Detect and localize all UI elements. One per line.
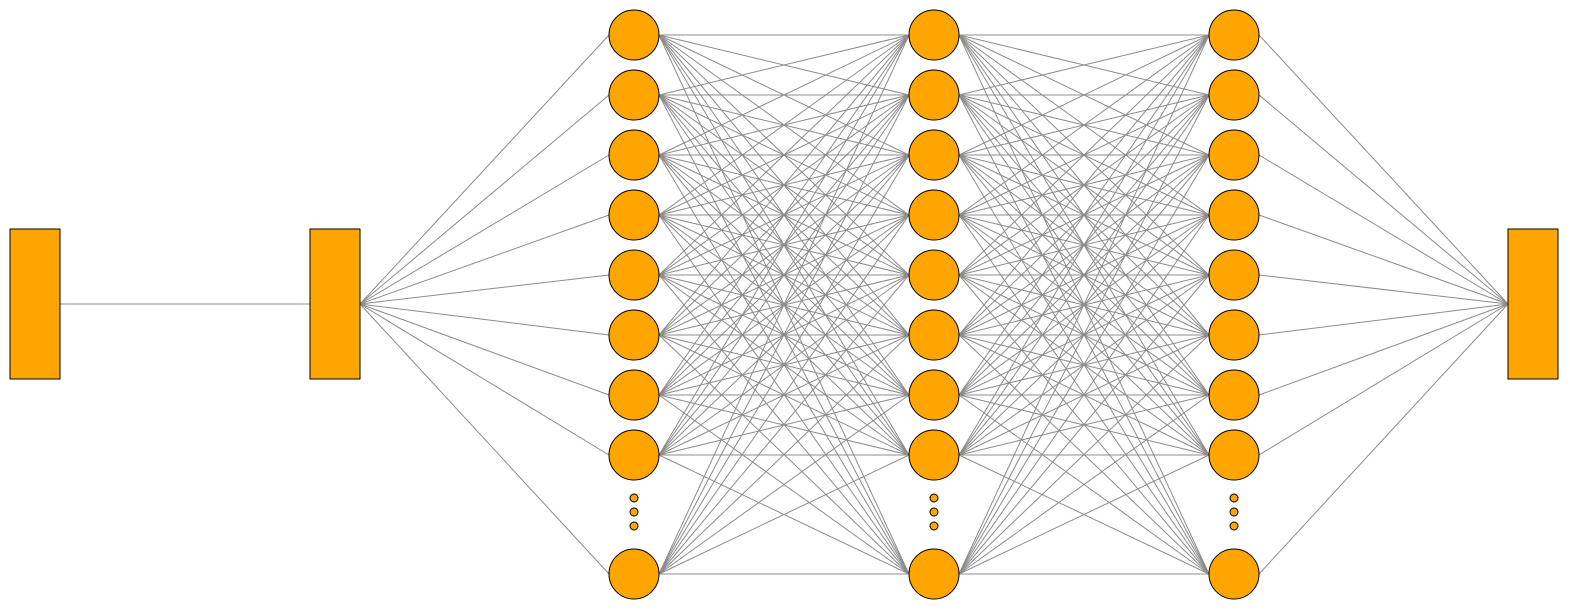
hidden-layer-1-node bbox=[608, 249, 660, 301]
edge-h1-to-h2 bbox=[658, 34, 910, 156]
hidden-layer-1-node bbox=[608, 309, 660, 361]
edge-pre-to-h1 bbox=[359, 303, 610, 575]
edge-h2-to-h3 bbox=[958, 34, 1210, 575]
hidden-layer-3-node bbox=[1208, 9, 1260, 61]
pre-block bbox=[309, 228, 361, 380]
edge-h2-to-h3 bbox=[958, 154, 1210, 575]
edge-h3-to-output bbox=[1258, 303, 1509, 336]
hidden-layer-3-node bbox=[1208, 429, 1260, 481]
edge-h1-to-h2 bbox=[658, 34, 910, 456]
hidden-layer-2-node bbox=[908, 189, 960, 241]
ellipsis-dot bbox=[1229, 507, 1239, 517]
edge-pre-to-h1 bbox=[359, 274, 610, 305]
edge-h2-to-h3 bbox=[958, 34, 1210, 336]
edge-h2-to-h3 bbox=[958, 94, 1210, 575]
hidden-layer-3-node bbox=[1208, 309, 1260, 361]
edge-h2-to-h3 bbox=[958, 334, 1210, 575]
ellipsis-dot bbox=[629, 493, 639, 503]
input-block bbox=[9, 228, 61, 380]
hidden-layer-2-node bbox=[908, 548, 960, 600]
edge-h1-to-h2 bbox=[658, 34, 910, 216]
edge-pre-to-h1 bbox=[359, 94, 610, 305]
edge-pre-to-h1 bbox=[359, 303, 610, 396]
edge-pre-to-h1 bbox=[359, 34, 610, 305]
hidden-layer-1-node bbox=[608, 129, 660, 181]
edge-h3-to-output bbox=[1258, 274, 1509, 305]
hidden-layer-3-node bbox=[1208, 369, 1260, 421]
hidden-layer-1-node bbox=[608, 69, 660, 121]
edge-h3-to-output bbox=[1258, 94, 1509, 305]
hidden-layer-2-node bbox=[908, 9, 960, 61]
edge-h1-to-h2 bbox=[658, 34, 910, 575]
hidden-layer-2-node bbox=[908, 429, 960, 481]
edge-pre-to-h1 bbox=[359, 214, 610, 305]
edge-h2-to-h3 bbox=[958, 274, 1210, 575]
edge-h3-to-output bbox=[1258, 214, 1509, 305]
ellipsis-dot bbox=[629, 521, 639, 531]
network-nodes bbox=[9, 9, 1559, 600]
hidden-layer-2-node bbox=[908, 129, 960, 181]
hidden-layer-2-node bbox=[908, 69, 960, 121]
edge-h1-to-h2 bbox=[658, 94, 910, 575]
edge-h3-to-output bbox=[1258, 154, 1509, 305]
edge-h3-to-output bbox=[1258, 34, 1509, 305]
edge-h1-to-h2 bbox=[658, 214, 910, 575]
ellipsis-dot bbox=[929, 507, 939, 517]
edge-pre-to-h1 bbox=[359, 303, 610, 336]
edge-h3-to-output bbox=[1258, 303, 1509, 575]
edge-h1-to-h2 bbox=[658, 94, 910, 456]
edge-pre-to-h1 bbox=[359, 303, 610, 456]
edge-h2-to-h3 bbox=[958, 34, 1210, 456]
ellipsis-dot bbox=[629, 507, 639, 517]
edge-h1-to-h2 bbox=[658, 34, 910, 336]
ellipsis-dot bbox=[1229, 521, 1239, 531]
hidden-layer-2-node bbox=[908, 249, 960, 301]
hidden-layer-2-node bbox=[908, 309, 960, 361]
edge-pre-to-h1 bbox=[359, 154, 610, 305]
edge-h1-to-h2 bbox=[658, 274, 910, 575]
hidden-layer-3-node bbox=[1208, 129, 1260, 181]
edge-h1-to-h2 bbox=[658, 34, 910, 96]
ellipsis-dot bbox=[1229, 493, 1239, 503]
edge-h2-to-h3 bbox=[958, 94, 1210, 456]
hidden-layer-1-node bbox=[608, 548, 660, 600]
hidden-layer-3-node bbox=[1208, 69, 1260, 121]
hidden-layer-1-node bbox=[608, 429, 660, 481]
ellipsis-dot bbox=[929, 521, 939, 531]
edge-h2-to-h3 bbox=[958, 394, 1210, 575]
edge-h2-to-h3 bbox=[958, 34, 1210, 216]
ellipsis-dot bbox=[929, 493, 939, 503]
hidden-layer-1-node bbox=[608, 189, 660, 241]
hidden-layer-1-node bbox=[608, 9, 660, 61]
edge-h2-to-h3 bbox=[958, 34, 1210, 96]
edge-h1-to-h2 bbox=[658, 34, 910, 396]
hidden-layer-3-node bbox=[1208, 548, 1260, 600]
edge-h2-to-h3 bbox=[958, 34, 1210, 396]
edge-h1-to-h2 bbox=[658, 154, 910, 575]
edge-h2-to-h3 bbox=[958, 34, 1210, 156]
hidden-layer-2-node bbox=[908, 369, 960, 421]
connection-edges bbox=[60, 34, 1509, 575]
edge-h2-to-h3 bbox=[958, 454, 1210, 575]
edge-h2-to-h3 bbox=[958, 214, 1210, 575]
edge-h3-to-output bbox=[1258, 303, 1509, 456]
edge-h1-to-h2 bbox=[658, 34, 910, 276]
edge-h1-to-h2 bbox=[658, 334, 910, 575]
hidden-layer-3-node bbox=[1208, 189, 1260, 241]
edge-h2-to-h3 bbox=[958, 34, 1210, 276]
hidden-layer-1-node bbox=[608, 369, 660, 421]
output-block bbox=[1507, 228, 1559, 380]
edge-h3-to-output bbox=[1258, 303, 1509, 396]
hidden-layer-3-node bbox=[1208, 249, 1260, 301]
edge-h1-to-h2 bbox=[658, 394, 910, 575]
edge-h1-to-h2 bbox=[658, 454, 910, 575]
